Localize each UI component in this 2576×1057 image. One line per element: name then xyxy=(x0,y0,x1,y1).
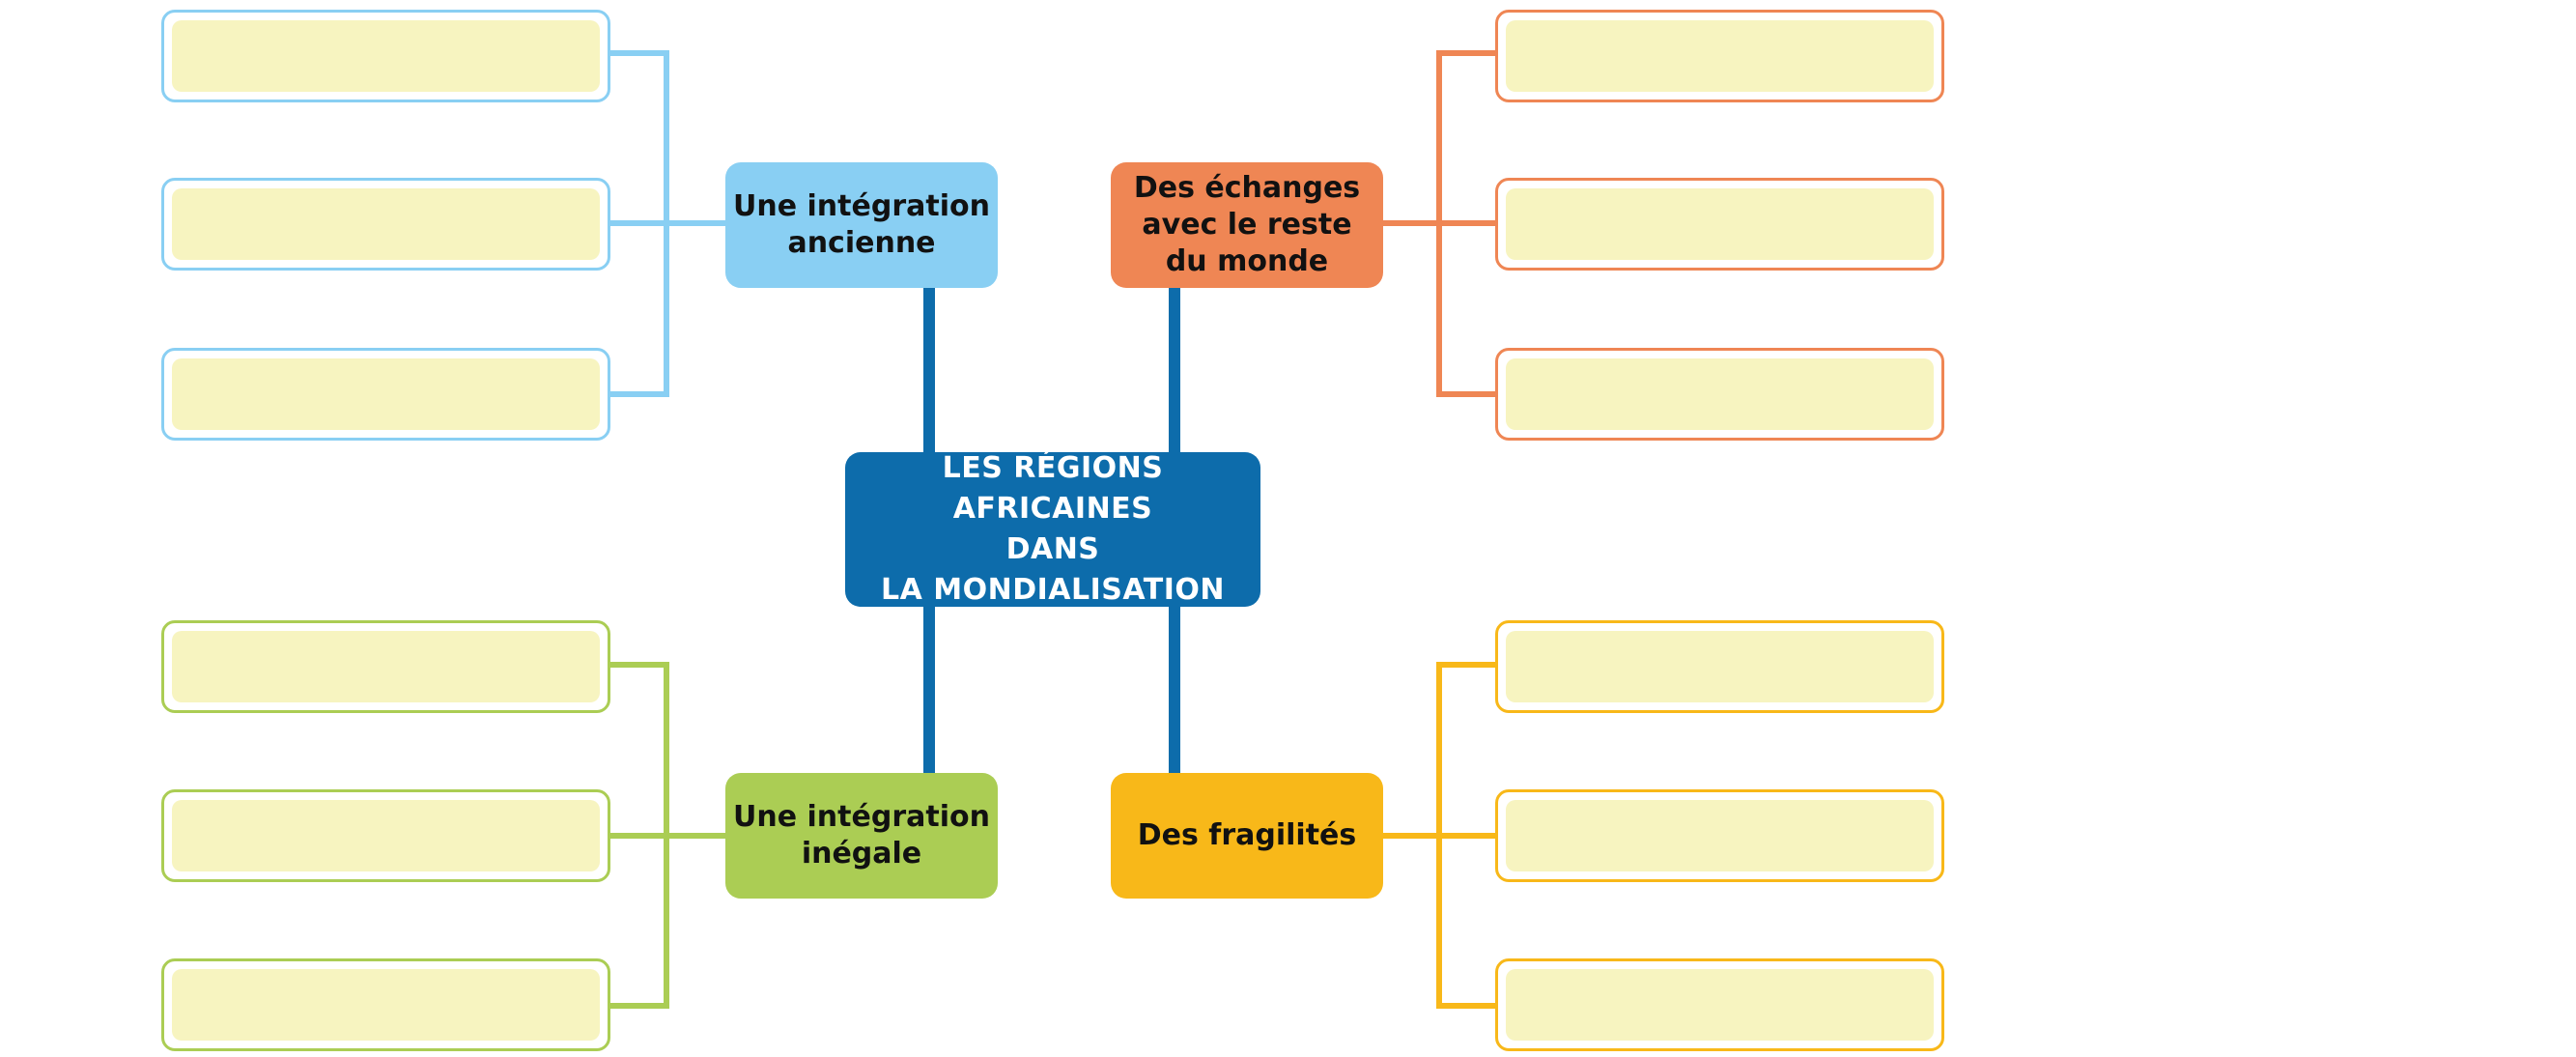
branch-node-fragilites: Des fragilités xyxy=(1111,773,1383,899)
leaf-box-integration-inegale-1[interactable] xyxy=(161,620,610,713)
leaf-box-echanges-3[interactable] xyxy=(1495,348,1944,441)
answer-field[interactable] xyxy=(1506,188,1934,260)
branch-label: Une intégration ancienne xyxy=(733,189,990,260)
answer-field[interactable] xyxy=(172,20,600,92)
answer-field[interactable] xyxy=(172,969,600,1041)
branch-label: Des fragilités xyxy=(1137,818,1357,852)
leaf-box-integration-ancienne-2[interactable] xyxy=(161,178,610,271)
leaf-box-integration-ancienne-1[interactable] xyxy=(161,10,610,102)
answer-field[interactable] xyxy=(1506,969,1934,1041)
leaf-box-integration-inegale-3[interactable] xyxy=(161,958,610,1051)
bracket-fragilites xyxy=(1383,662,1495,1009)
answer-field[interactable] xyxy=(172,188,600,260)
leaf-box-integration-inegale-2[interactable] xyxy=(161,789,610,882)
leaf-box-fragilites-3[interactable] xyxy=(1495,958,1944,1051)
branch-node-integration-inegale: Une intégration inégale xyxy=(725,773,998,899)
central-topic-label: LES RÉGIONS AFRICAINES DANS LA MONDIALIS… xyxy=(880,451,1226,607)
leaf-box-echanges-2[interactable] xyxy=(1495,178,1944,271)
bracket-echanges xyxy=(1383,50,1495,397)
branch-label: Des échanges avec le reste du monde xyxy=(1133,171,1361,278)
leaf-box-echanges-1[interactable] xyxy=(1495,10,1944,102)
branch-node-echanges: Des échanges avec le reste du monde xyxy=(1111,162,1383,288)
answer-field[interactable] xyxy=(1506,358,1934,430)
leaf-box-integration-ancienne-3[interactable] xyxy=(161,348,610,441)
answer-field[interactable] xyxy=(172,800,600,871)
answer-field[interactable] xyxy=(1506,20,1934,92)
leaf-box-fragilites-1[interactable] xyxy=(1495,620,1944,713)
bracket-integration-inegale xyxy=(610,662,725,1009)
branch-node-integration-ancienne: Une intégration ancienne xyxy=(725,162,998,288)
answer-field[interactable] xyxy=(1506,800,1934,871)
leaf-box-fragilites-2[interactable] xyxy=(1495,789,1944,882)
branch-label: Une intégration inégale xyxy=(733,800,990,871)
bracket-integration-ancienne xyxy=(610,50,725,397)
answer-field[interactable] xyxy=(172,631,600,702)
central-topic-node: LES RÉGIONS AFRICAINES DANS LA MONDIALIS… xyxy=(845,451,1260,607)
answer-field[interactable] xyxy=(172,358,600,430)
answer-field[interactable] xyxy=(1506,631,1934,702)
